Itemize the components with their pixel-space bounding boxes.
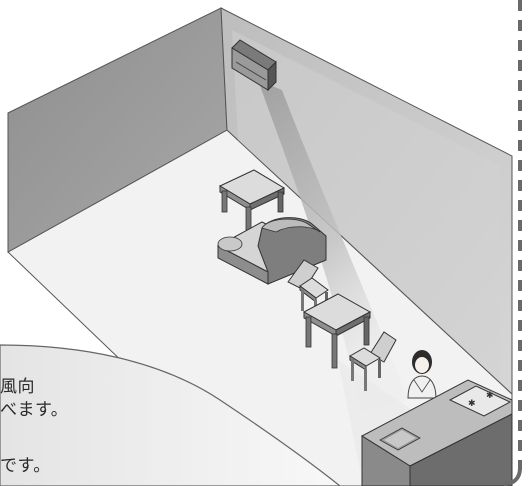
svg-text:✱: ✱	[486, 391, 494, 401]
caption-line1: 風向	[0, 372, 35, 397]
svg-text:✱: ✱	[468, 399, 476, 409]
caption-line3: です。	[0, 451, 51, 476]
caption-line2: べます。	[0, 395, 68, 420]
